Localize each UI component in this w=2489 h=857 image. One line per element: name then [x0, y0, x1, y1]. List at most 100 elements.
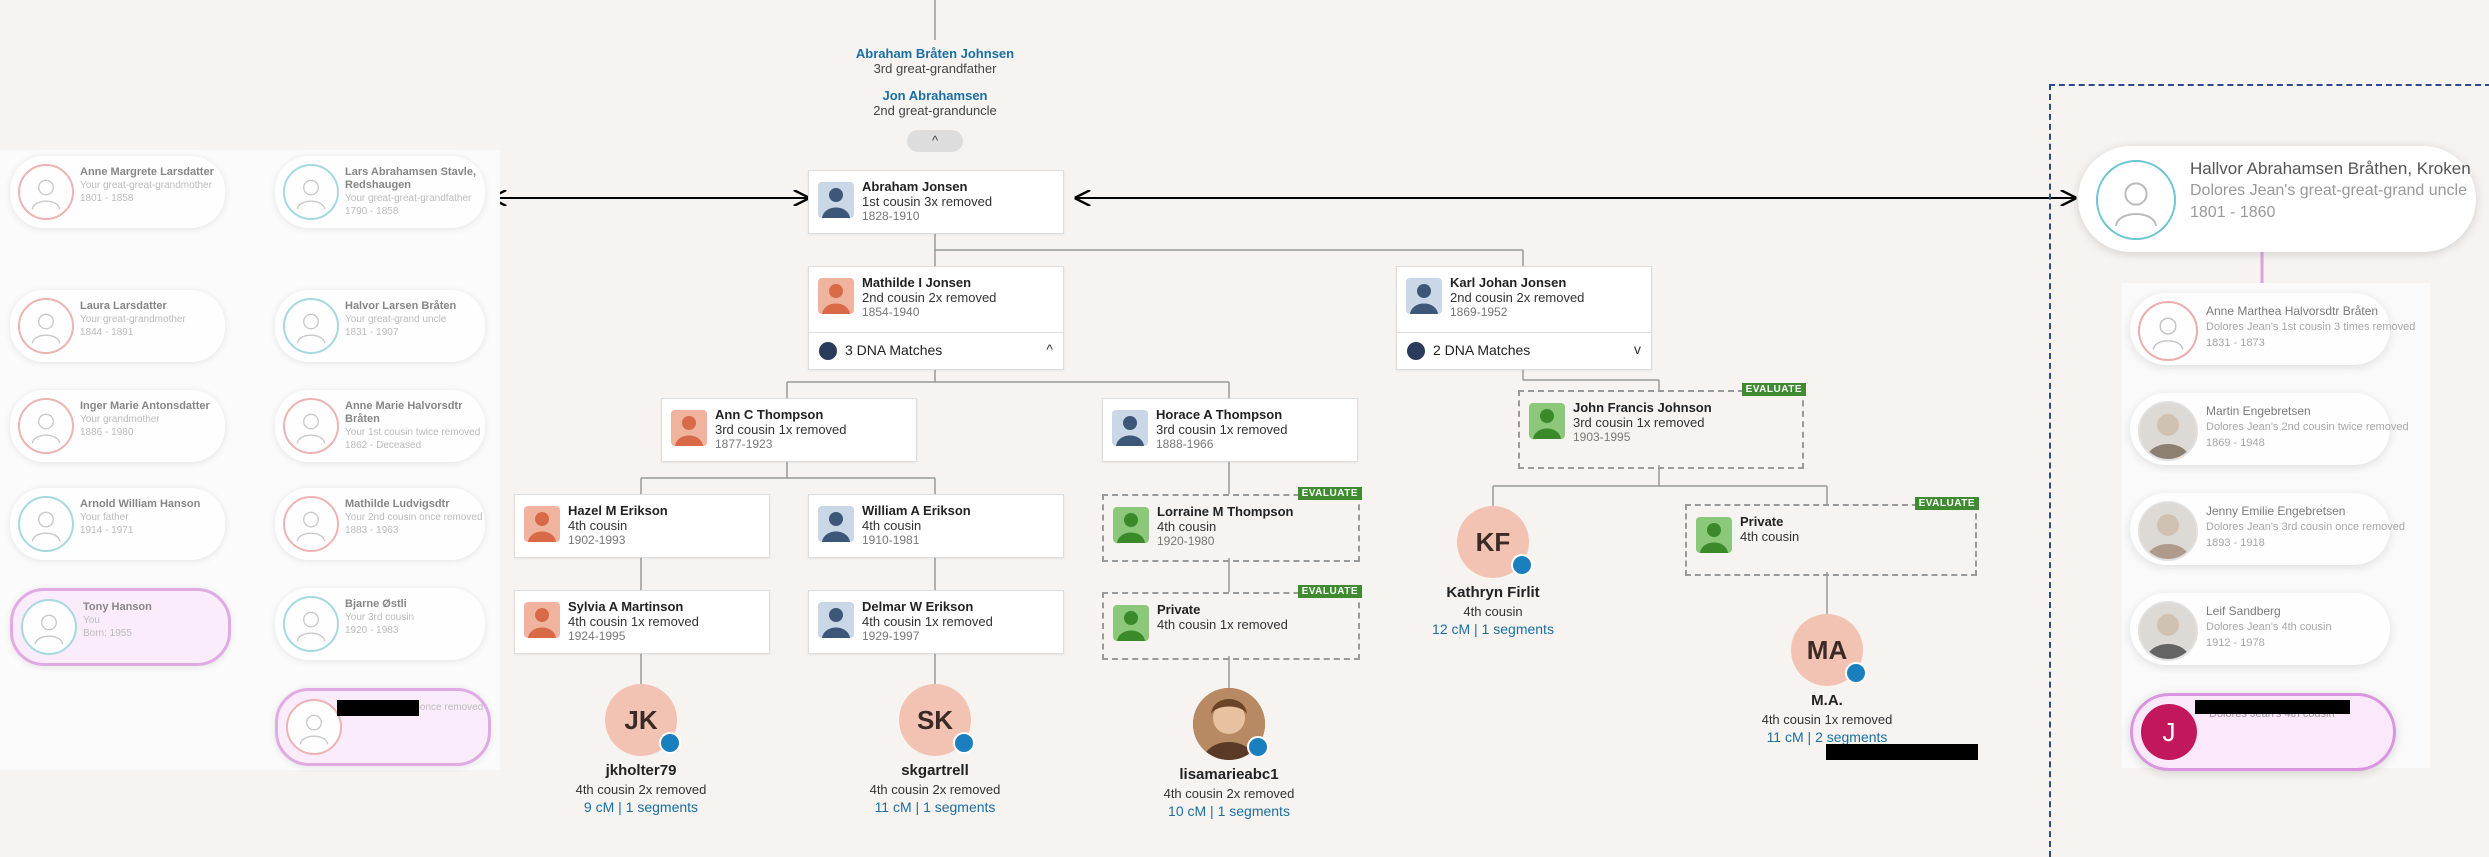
person-dates: 1929-1997	[862, 629, 920, 643]
person-name: John Francis Johnson	[1573, 400, 1712, 415]
avatar	[18, 298, 74, 354]
person-relation: Dolores Jean's great-great-grand uncle	[2190, 182, 2467, 199]
evaluate-badge[interactable]: EVALUATE	[1741, 383, 1806, 396]
person-relation: 3rd cousin 1x removed	[715, 422, 847, 437]
dna-match-avatar[interactable]: MA	[1791, 614, 1867, 686]
person-avatar-icon	[671, 410, 707, 446]
person-name: Bjarne Østli	[345, 598, 407, 610]
match-shared-cm: 9 cM | 1 segments	[583, 799, 699, 815]
person-dates: 1831 - 1907	[345, 327, 399, 338]
match-name[interactable]: jkholter79	[605, 762, 677, 779]
match-name[interactable]: skgartrell	[901, 762, 969, 779]
person-relation: 1st cousin 3x removed	[862, 194, 993, 209]
dna-match-icon	[1247, 736, 1269, 758]
person-relation: Dolores Jean's 3rd cousin once removed	[2206, 521, 2405, 533]
person-dates: 1910-1981	[862, 533, 920, 547]
person-name: Mathilde Ludvigsdtr	[345, 498, 450, 510]
person-relation: Dolores Jean's 4th cousin	[2206, 621, 2332, 633]
person-relation: Dolores Jean's 1st cousin 3 times remove…	[2206, 321, 2416, 333]
match-relation: 4th cousin	[1463, 604, 1523, 619]
dna-matches-toggle[interactable]: 3 DNA Matches^	[809, 332, 1063, 369]
person-name: Ann C Thompson	[715, 407, 824, 422]
person-dates: 1903-1995	[1573, 430, 1631, 444]
ancestor-2[interactable]: Jon Abrahamsen 2nd great-granduncle	[835, 88, 1035, 118]
match-shared-cm: 10 cM | 1 segments	[1168, 803, 1290, 819]
ancestor-1[interactable]: Abraham Bråten Johnsen 3rd great-grandfa…	[835, 46, 1035, 76]
person-dates: 1877-1923	[715, 437, 773, 451]
person-silhouette-icon	[296, 413, 326, 444]
person-dates: 1902-1993	[568, 533, 626, 547]
match-relation: 4th cousin 1x removed	[1761, 712, 1893, 727]
avatar	[286, 699, 342, 755]
person-dates: 1854-1940	[862, 305, 920, 319]
person-name: Abraham Jonsen	[862, 179, 968, 194]
person-name: Sylvia A Martinson	[568, 599, 684, 614]
right-main-person[interactable]: Hallvor Abrahamsen Bråthen, Kroken Dolor…	[2078, 146, 2476, 252]
evaluate-badge[interactable]: EVALUATE	[1297, 585, 1362, 598]
person-info: Hallvor Abrahamsen Bråthen, Kroken Dolor…	[2190, 158, 2480, 224]
dna-match-avatar[interactable]: SK	[899, 684, 975, 756]
person-relation: Your great-great-grandfather	[345, 193, 472, 204]
dna-match-icon	[659, 732, 681, 754]
avatar-initial: J	[2162, 717, 2176, 747]
match-name[interactable]: M.A.	[1811, 692, 1843, 709]
person-name: Karl Johan Jonsen	[1450, 275, 1567, 290]
match-name[interactable]: Kathryn Firlit	[1446, 584, 1540, 601]
avatar	[18, 496, 74, 552]
person-name: Hazel M Erikson	[568, 503, 668, 518]
person-silhouette-icon	[31, 413, 61, 444]
match-name[interactable]: lisamarieabc1	[1179, 766, 1279, 783]
person-relation: 2nd cousin 2x removed	[862, 290, 997, 305]
evaluate-badge[interactable]: EVALUATE	[1297, 487, 1362, 500]
person-silhouette-icon	[296, 511, 326, 542]
person-avatar-icon	[818, 278, 854, 314]
dna-match-avatar[interactable]	[1193, 688, 1269, 760]
dna-match-avatar[interactable]: JK	[605, 684, 681, 756]
collapse-button[interactable]: ^	[907, 130, 963, 152]
person-silhouette-icon	[31, 313, 61, 344]
person-name: Leif Sandberg	[2206, 604, 2281, 618]
evaluate-badge[interactable]: EVALUATE	[1914, 497, 1979, 510]
dna-match-avatar[interactable]: KF	[1457, 506, 1533, 578]
avatar	[18, 164, 74, 220]
person-relation: 4th cousin 1x removed	[568, 614, 699, 629]
person-name: Anne Marthea Halvorsdtr Bråten	[2206, 304, 2379, 318]
person-relation: 3rd cousin 1x removed	[1573, 415, 1705, 430]
